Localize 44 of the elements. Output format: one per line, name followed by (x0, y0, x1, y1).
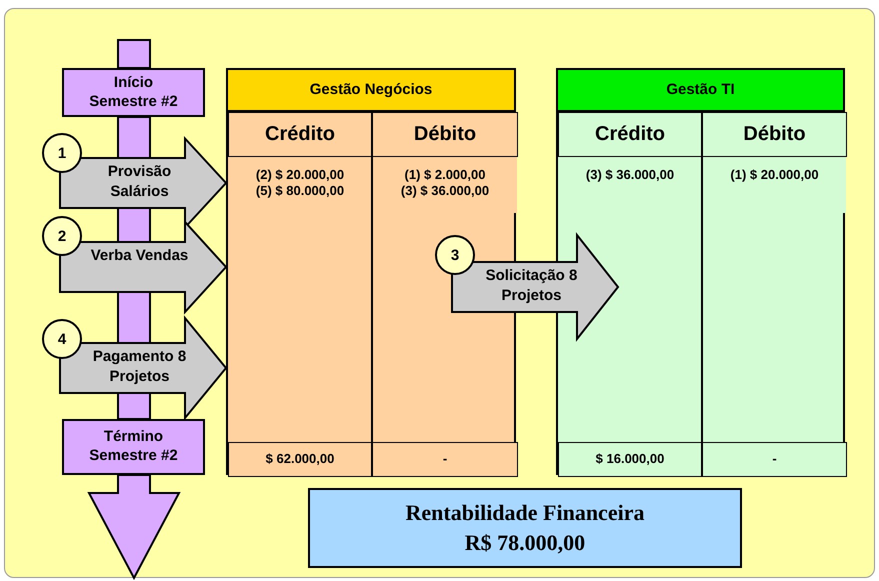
stage-label: Término Semestre #2 (88, 428, 179, 466)
panel-header: Gestão Negócios (228, 70, 514, 112)
column-header-cell (702, 112, 847, 157)
amount-entry: (1) $ 2.000,00 (404, 167, 486, 184)
block-arrow (59, 315, 228, 421)
stage-box (62, 68, 205, 117)
amount-entry: (2) $ 20.000,00 (256, 167, 344, 184)
step-number: 4 (58, 330, 66, 348)
column-header: Crédito (595, 123, 665, 146)
column-header-cell (558, 112, 702, 157)
total-cell (228, 442, 372, 477)
amount-entry: (1) $ 20.000,00 (730, 167, 819, 184)
step-number: 2 (58, 228, 66, 244)
step-number: 1 (58, 144, 66, 162)
total-amount: - (772, 451, 777, 468)
total-amount: $ 62.000,00 (266, 451, 334, 468)
timeline-bar (117, 39, 151, 69)
panel-header: Gestão TI (558, 70, 843, 112)
edge-label: Provisão Salários (106, 162, 172, 202)
amount-entry: (3) $ 36.000,00 (400, 183, 490, 200)
amount-entry: (3) $ 36.000,00 (586, 167, 674, 184)
edge-label: Verba Vendas (90, 246, 190, 266)
result-title: Rentabilidade Financeira (406, 499, 644, 528)
column-header: Débito (743, 123, 806, 146)
total-cell (702, 442, 847, 477)
result-value: R$ 78.000,00 (464, 529, 586, 557)
column-header-cell (372, 112, 518, 157)
total-amount: - (442, 451, 448, 468)
amount-entry: (5) $ 80.000,00 (256, 183, 344, 200)
total-amount: $ 16.000,00 (596, 451, 664, 468)
result-box (308, 488, 742, 568)
timeline-arrow (87, 474, 181, 580)
step-number: 3 (450, 246, 460, 264)
edge-label: Solicitação 8 Projetos (484, 266, 578, 306)
block-arrow (451, 232, 620, 342)
stage-box (62, 419, 205, 475)
edge-label: Pagamento 8 Projetos (92, 347, 188, 387)
block-arrow (59, 219, 228, 315)
column-header: Débito (414, 123, 476, 146)
total-cell (558, 442, 702, 477)
stage-label: Início Semestre #2 (88, 74, 179, 112)
column-header: Crédito (265, 123, 335, 146)
column-header-cell (228, 112, 372, 157)
total-cell (372, 442, 518, 477)
